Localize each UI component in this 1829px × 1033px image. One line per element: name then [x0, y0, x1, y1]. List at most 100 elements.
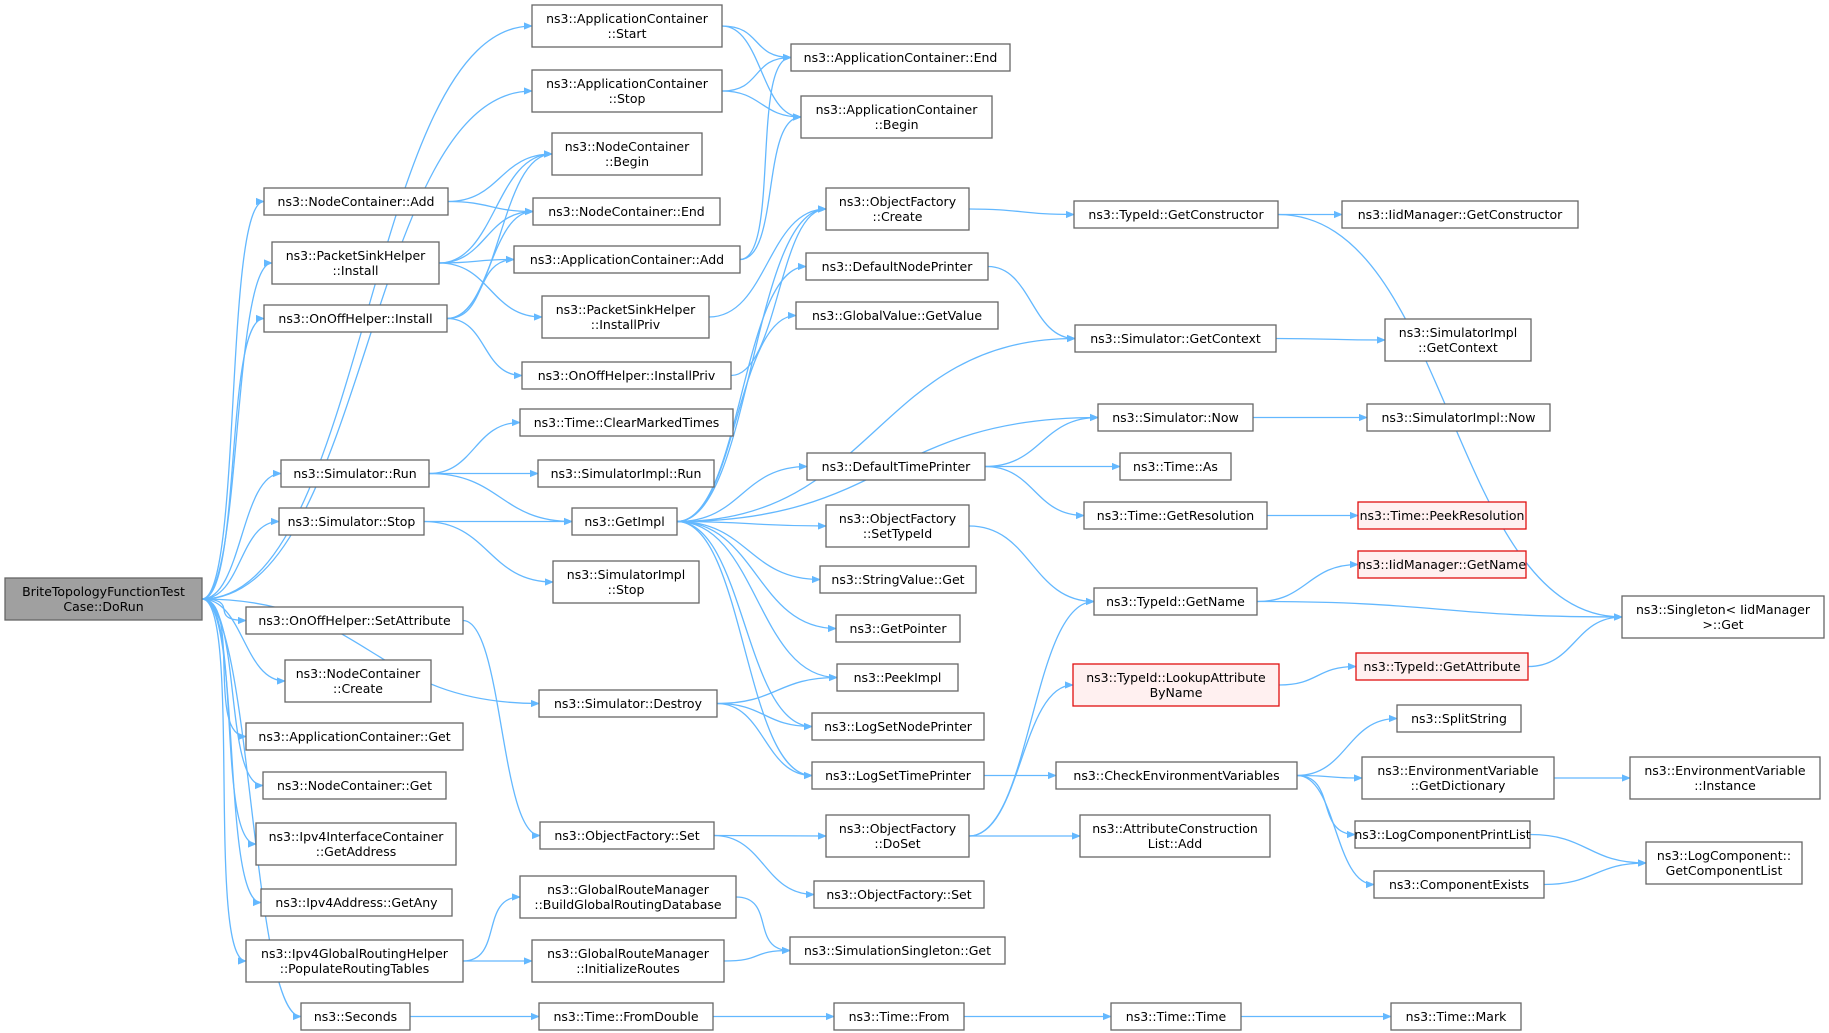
- function-node-sim-stop[interactable]: ns3::Simulator::Stop: [278, 507, 425, 536]
- node-label: ::Create: [873, 209, 923, 224]
- function-node-check-env[interactable]: ns3::CheckEnvironmentVariables: [1055, 761, 1298, 790]
- function-node-comp-exists[interactable]: ns3::ComponentExists: [1373, 870, 1545, 899]
- function-node-of-set2[interactable]: ns3::ObjectFactory::Set: [813, 880, 985, 909]
- function-node-time-get-res[interactable]: ns3::Time::GetResolution: [1083, 501, 1268, 530]
- function-node-time-mark[interactable]: ns3::Time::Mark: [1390, 1002, 1522, 1031]
- function-node-nc-get[interactable]: ns3::NodeContainer::Get: [262, 771, 447, 800]
- node-label: List::Add: [1148, 836, 1202, 851]
- function-node-gv-get-value[interactable]: ns3::GlobalValue::GetValue: [795, 301, 999, 330]
- call-edge-root-to-nc-add: [201, 197, 265, 600]
- node-box: [811, 712, 985, 741]
- function-node-get-impl[interactable]: ns3::GetImpl: [571, 507, 678, 536]
- function-node-sim-run[interactable]: ns3::Simulator::Run: [280, 459, 430, 488]
- function-node-ipv4-get-any[interactable]: ns3::Ipv4Address::GetAny: [260, 888, 453, 917]
- function-node-nc-end[interactable]: ns3::NodeContainer::End: [532, 197, 721, 226]
- node-box: [1366, 403, 1551, 432]
- function-node-app-get[interactable]: ns3::ApplicationContainer::Get: [245, 722, 464, 751]
- function-node-sim-destroy[interactable]: ns3::Simulator::Destroy: [538, 689, 718, 718]
- node-label: ns3::Time::PeekResolution: [1360, 508, 1525, 523]
- function-node-app-add[interactable]: ns3::ApplicationContainer::Add: [513, 245, 741, 274]
- function-node-str-val-get[interactable]: ns3::StringValue::Get: [819, 565, 977, 594]
- function-node-seconds[interactable]: ns3::Seconds: [300, 1002, 411, 1031]
- function-node-log-set-node-printer[interactable]: ns3::LogSetNodePrinter: [811, 712, 985, 741]
- function-node-app-start[interactable]: ns3::ApplicationContainer::Start: [531, 4, 723, 48]
- function-node-app-stop[interactable]: ns3::ApplicationContainer::Stop: [531, 69, 723, 113]
- function-node-oo-install[interactable]: ns3::OnOffHelper::Install: [263, 304, 448, 333]
- function-node-grm-init[interactable]: ns3::GlobalRouteManager::InitializeRoute…: [531, 939, 725, 983]
- function-node-sim-now[interactable]: ns3::Simulator::Now: [1097, 403, 1254, 432]
- function-node-ipv4-grh-populate[interactable]: ns3::Ipv4GlobalRoutingHelper::PopulateRo…: [245, 939, 464, 983]
- node-label: ns3::IidManager::GetConstructor: [1358, 207, 1563, 222]
- function-node-env-instance[interactable]: ns3::EnvironmentVariable::Instance: [1629, 756, 1821, 800]
- function-node-tid-get-ctor[interactable]: ns3::TypeId::GetConstructor: [1073, 200, 1279, 229]
- node-box: [260, 888, 453, 917]
- node-label: ns3::NodeContainer::Get: [277, 778, 432, 793]
- function-node-tid-get-name[interactable]: ns3::TypeId::GetName: [1093, 587, 1258, 616]
- node-label: ::PopulateRoutingTables: [280, 961, 430, 976]
- function-node-time-clear[interactable]: ns3::Time::ClearMarkedTimes: [519, 408, 734, 437]
- function-node-sim-impl-get-context[interactable]: ns3::SimulatorImpl::GetContext: [1384, 318, 1532, 362]
- function-node-of-create[interactable]: ns3::ObjectFactory::Create: [825, 187, 970, 231]
- node-label: ns3::DefaultNodePrinter: [822, 259, 974, 274]
- node-label: ns3::TypeId::GetName: [1106, 594, 1245, 609]
- function-node-peek-impl[interactable]: ns3::PeekImpl: [836, 663, 959, 692]
- function-node-nc-create[interactable]: ns3::NodeContainer::Create: [284, 659, 432, 703]
- function-node-sim-impl-run[interactable]: ns3::SimulatorImpl::Run: [537, 459, 715, 488]
- function-node-sim-impl-stop[interactable]: ns3::SimulatorImpl::Stop: [552, 560, 700, 604]
- function-node-time-peek-res[interactable]: ns3::Time::PeekResolution: [1357, 501, 1527, 530]
- function-node-time-from-double[interactable]: ns3::Time::FromDouble: [538, 1002, 714, 1031]
- node-label: ns3::ObjectFactory: [839, 511, 957, 526]
- function-node-time-as[interactable]: ns3::Time::As: [1119, 452, 1232, 481]
- node-label: ns3::ComponentExists: [1389, 877, 1529, 892]
- function-node-tid-get-attr[interactable]: ns3::TypeId::GetAttribute: [1355, 652, 1529, 681]
- function-node-nc-begin[interactable]: ns3::NodeContainer::Begin: [551, 132, 703, 176]
- function-node-get-pointer[interactable]: ns3::GetPointer: [835, 614, 961, 643]
- function-node-nc-add[interactable]: ns3::NodeContainer::Add: [263, 187, 449, 216]
- node-box: [571, 507, 678, 536]
- node-label: ::InitializeRoutes: [576, 961, 680, 976]
- function-node-log-set-time-printer[interactable]: ns3::LogSetTimePrinter: [811, 761, 985, 790]
- call-edge-grm-init-to-sim-singleton-get: [723, 946, 791, 962]
- function-node-def-node-printer[interactable]: ns3::DefaultNodePrinter: [805, 252, 989, 281]
- function-node-oo-set-attr[interactable]: ns3::OnOffHelper::SetAttribute: [245, 606, 464, 635]
- call-edge-log-comp-print-to-log-comp-get-list: [1529, 833, 1647, 867]
- function-node-ps-install[interactable]: ns3::PacketSinkHelper::Install: [271, 241, 440, 285]
- call-edge-nc-add-to-nc-begin: [447, 150, 553, 203]
- function-node-oo-install-priv[interactable]: ns3::OnOffHelper::InstallPriv: [521, 361, 732, 390]
- function-node-log-comp-print[interactable]: ns3::LogComponentPrintList: [1354, 820, 1531, 849]
- call-edge-def-time-printer-to-time-get-res: [984, 465, 1085, 520]
- function-node-of-set[interactable]: ns3::ObjectFactory::Set: [539, 821, 715, 850]
- function-node-iid-get-ctor[interactable]: ns3::IidManager::GetConstructor: [1341, 200, 1579, 229]
- node-box: [825, 814, 970, 858]
- function-node-app-begin[interactable]: ns3::ApplicationContainer::Begin: [800, 95, 993, 139]
- node-box: [519, 875, 737, 919]
- call-edge-oo-install-priv-to-of-create: [730, 205, 827, 377]
- node-label: ns3::SplitString: [1411, 711, 1507, 726]
- function-node-app-end[interactable]: ns3::ApplicationContainer::End: [790, 43, 1011, 72]
- function-node-ps-install-priv[interactable]: ns3::PacketSinkHelper::InstallPriv: [541, 295, 710, 339]
- node-label: ns3::TypeId::LookupAttribute: [1086, 670, 1266, 685]
- function-node-env-get-dict[interactable]: ns3::EnvironmentVariable::GetDictionary: [1361, 756, 1555, 800]
- function-node-sim-impl-now[interactable]: ns3::SimulatorImpl::Now: [1366, 403, 1551, 432]
- function-node-sim-singleton-get[interactable]: ns3::SimulationSingleton::Get: [789, 936, 1006, 965]
- node-label: ns3::Time::FromDouble: [553, 1009, 698, 1024]
- function-node-iid-get-name[interactable]: ns3::IidManager::GetName: [1357, 550, 1527, 579]
- function-node-singleton-get[interactable]: ns3::Singleton< IidManager>::Get: [1621, 595, 1825, 639]
- function-node-grm-build[interactable]: ns3::GlobalRouteManager::BuildGlobalRout…: [519, 875, 737, 919]
- node-label: ns3::Time::ClearMarkedTimes: [534, 415, 720, 430]
- function-node-split-string[interactable]: ns3::SplitString: [1396, 704, 1522, 733]
- function-node-time-time[interactable]: ns3::Time::Time: [1110, 1002, 1242, 1031]
- function-node-of-do-set[interactable]: ns3::ObjectFactory::DoSet: [825, 814, 970, 858]
- function-node-sim-get-context[interactable]: ns3::Simulator::GetContext: [1074, 324, 1277, 353]
- function-node-def-time-printer[interactable]: ns3::DefaultTimePrinter: [806, 452, 986, 481]
- function-node-ipv4-if-get-addr[interactable]: ns3::Ipv4InterfaceContainer::GetAddress: [255, 822, 457, 866]
- function-node-of-set-type-id[interactable]: ns3::ObjectFactory::SetTypeId: [825, 504, 970, 548]
- node-label: ns3::Ipv4InterfaceContainer: [269, 829, 445, 844]
- node-box: [263, 304, 448, 333]
- function-node-time-from[interactable]: ns3::Time::From: [833, 1002, 965, 1031]
- node-box: [825, 504, 970, 548]
- function-node-log-comp-get-list[interactable]: ns3::LogComponent::GetComponentList: [1645, 841, 1803, 885]
